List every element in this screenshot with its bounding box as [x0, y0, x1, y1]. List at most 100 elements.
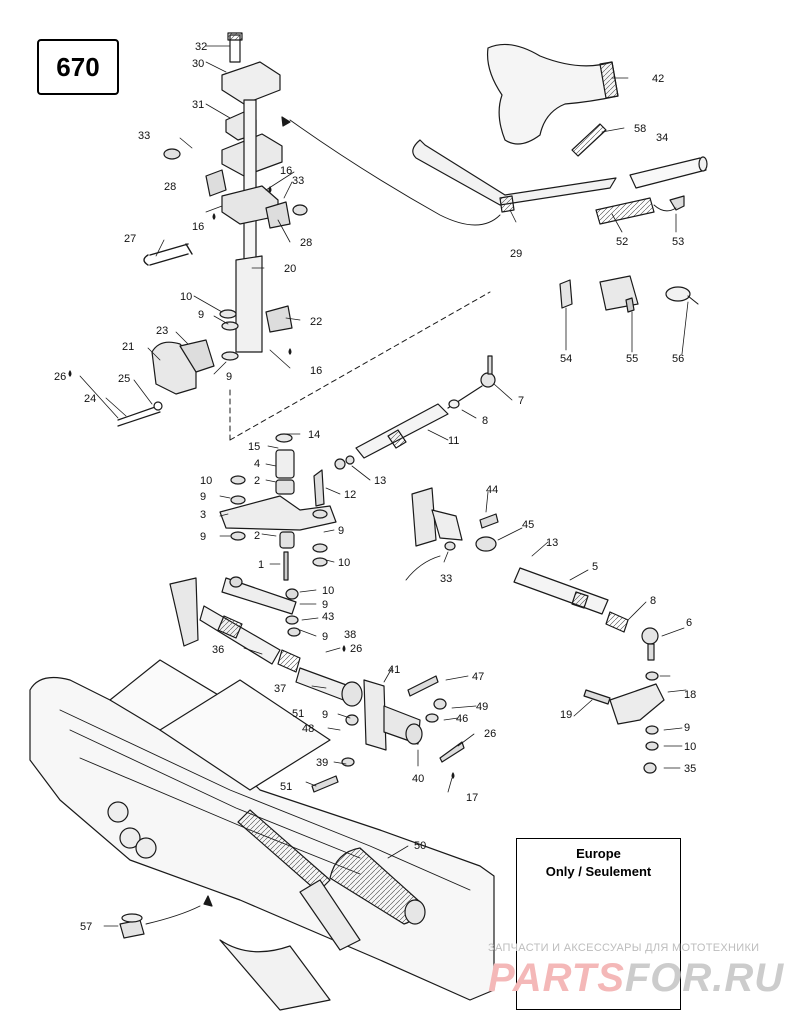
callout-12: 12	[344, 489, 356, 501]
callout-16: 16	[192, 221, 204, 233]
callout-26: 26	[484, 728, 496, 740]
callout-9: 9	[322, 709, 328, 721]
steering-column-group	[117, 32, 308, 427]
europe-only-box: Europe Only / Seulement	[516, 838, 681, 1010]
callout-18: 18	[684, 689, 696, 701]
callout-56: 56	[672, 353, 684, 365]
callout-33: 33	[292, 175, 304, 187]
callout-30: 30	[192, 58, 204, 70]
handlebar-group	[412, 43, 708, 225]
frame-group	[29, 659, 495, 1011]
callout-23: 23	[156, 325, 168, 337]
callout-10: 10	[338, 557, 350, 569]
callout-8: 8	[482, 415, 488, 427]
callout-10: 10	[322, 585, 334, 597]
europe-note-title: Europe Only / Seulement	[517, 845, 680, 881]
callout-51: 51	[292, 708, 304, 720]
callout-9: 9	[226, 371, 232, 383]
callout-24: 24	[84, 393, 96, 405]
callout-47: 47	[472, 671, 484, 683]
callout-27: 27	[124, 233, 136, 245]
callout-9: 9	[198, 309, 204, 321]
callout-45: 45	[522, 519, 534, 531]
callout-21: 21	[122, 341, 134, 353]
callout-34: 34	[656, 132, 668, 144]
callout-9: 9	[684, 722, 690, 734]
watermark-tagline: ЗАПЧАСТИ И АКСЕССУАРЫ ДЛЯ МОТОТЕХНИКИ	[488, 942, 760, 954]
callout-4: 4	[254, 458, 260, 470]
callout-8: 8	[650, 595, 656, 607]
assembly-guide-lines	[229, 291, 491, 441]
callout-35: 35	[684, 763, 696, 775]
callout-20: 20	[284, 263, 296, 275]
callout-13: 13	[374, 475, 386, 487]
callout-46: 46	[456, 713, 468, 725]
callout-57: 57	[80, 921, 92, 933]
callout-7: 7	[518, 395, 524, 407]
leader-lines	[79, 45, 689, 927]
callout-26: 26	[350, 643, 362, 655]
callout-58: 58	[634, 123, 646, 135]
callout-54: 54	[560, 353, 572, 365]
callout-42: 42	[652, 73, 664, 85]
callout-28: 28	[300, 237, 312, 249]
callout-28: 28	[164, 181, 176, 193]
callout-36: 36	[212, 644, 224, 656]
callout-52: 52	[616, 236, 628, 248]
callout-10: 10	[684, 741, 696, 753]
callout-48: 48	[302, 723, 314, 735]
watermark-brand-part2: FOR.RU	[624, 956, 785, 1000]
callout-26: 26	[54, 371, 66, 383]
callout-9: 9	[322, 599, 328, 611]
callout-16: 16	[310, 365, 322, 377]
callout-11: 11	[448, 435, 459, 447]
callout-15: 15	[248, 441, 260, 453]
routing-line-29	[289, 119, 501, 226]
callout-49: 49	[476, 701, 488, 713]
callout-50: 50	[414, 840, 426, 852]
callout-51: 51	[280, 781, 292, 793]
callout-1: 1	[258, 559, 264, 571]
europe-note-line1: Europe	[576, 846, 621, 861]
callout-33: 33	[440, 573, 452, 585]
callout-17: 17	[466, 792, 478, 804]
callout-16: 16	[280, 165, 292, 177]
callout-37: 37	[274, 683, 286, 695]
callout-53: 53	[672, 236, 684, 248]
grease-drop-icons	[68, 186, 455, 779]
callout-14: 14	[308, 429, 320, 441]
callout-29: 29	[510, 248, 522, 260]
callout-13: 13	[546, 537, 558, 549]
callout-40: 40	[412, 773, 424, 785]
callout-32: 32	[195, 41, 207, 53]
watermark-brand: PARTSFOR.RU	[488, 956, 784, 1001]
callout-5: 5	[592, 561, 598, 573]
callout-39: 39	[316, 757, 328, 769]
callout-10: 10	[200, 475, 212, 487]
steering-linkage-group	[169, 355, 665, 793]
callout-9: 9	[338, 525, 344, 537]
callout-38: 38	[344, 629, 356, 641]
callout-6: 6	[686, 617, 692, 629]
callout-9: 9	[322, 631, 328, 643]
accessory-parts-group	[559, 275, 699, 313]
callout-2: 2	[254, 530, 260, 542]
callout-55: 55	[626, 353, 638, 365]
europe-note-line2: Only / Seulement	[545, 864, 652, 879]
callout-25: 25	[118, 373, 130, 385]
callout-41: 41	[388, 664, 400, 676]
callout-10: 10	[180, 291, 192, 303]
callout-44: 44	[486, 484, 498, 496]
callout-3: 3	[200, 509, 206, 521]
callout-9: 9	[200, 491, 206, 503]
callout-2: 2	[254, 475, 260, 487]
callout-33: 33	[138, 130, 150, 142]
page-number-box: 670	[37, 39, 119, 95]
arrow-29	[281, 116, 291, 127]
callout-9: 9	[200, 531, 206, 543]
callout-31: 31	[192, 99, 204, 111]
callout-43: 43	[322, 611, 334, 623]
watermark-brand-part1: PARTS	[488, 956, 625, 1000]
